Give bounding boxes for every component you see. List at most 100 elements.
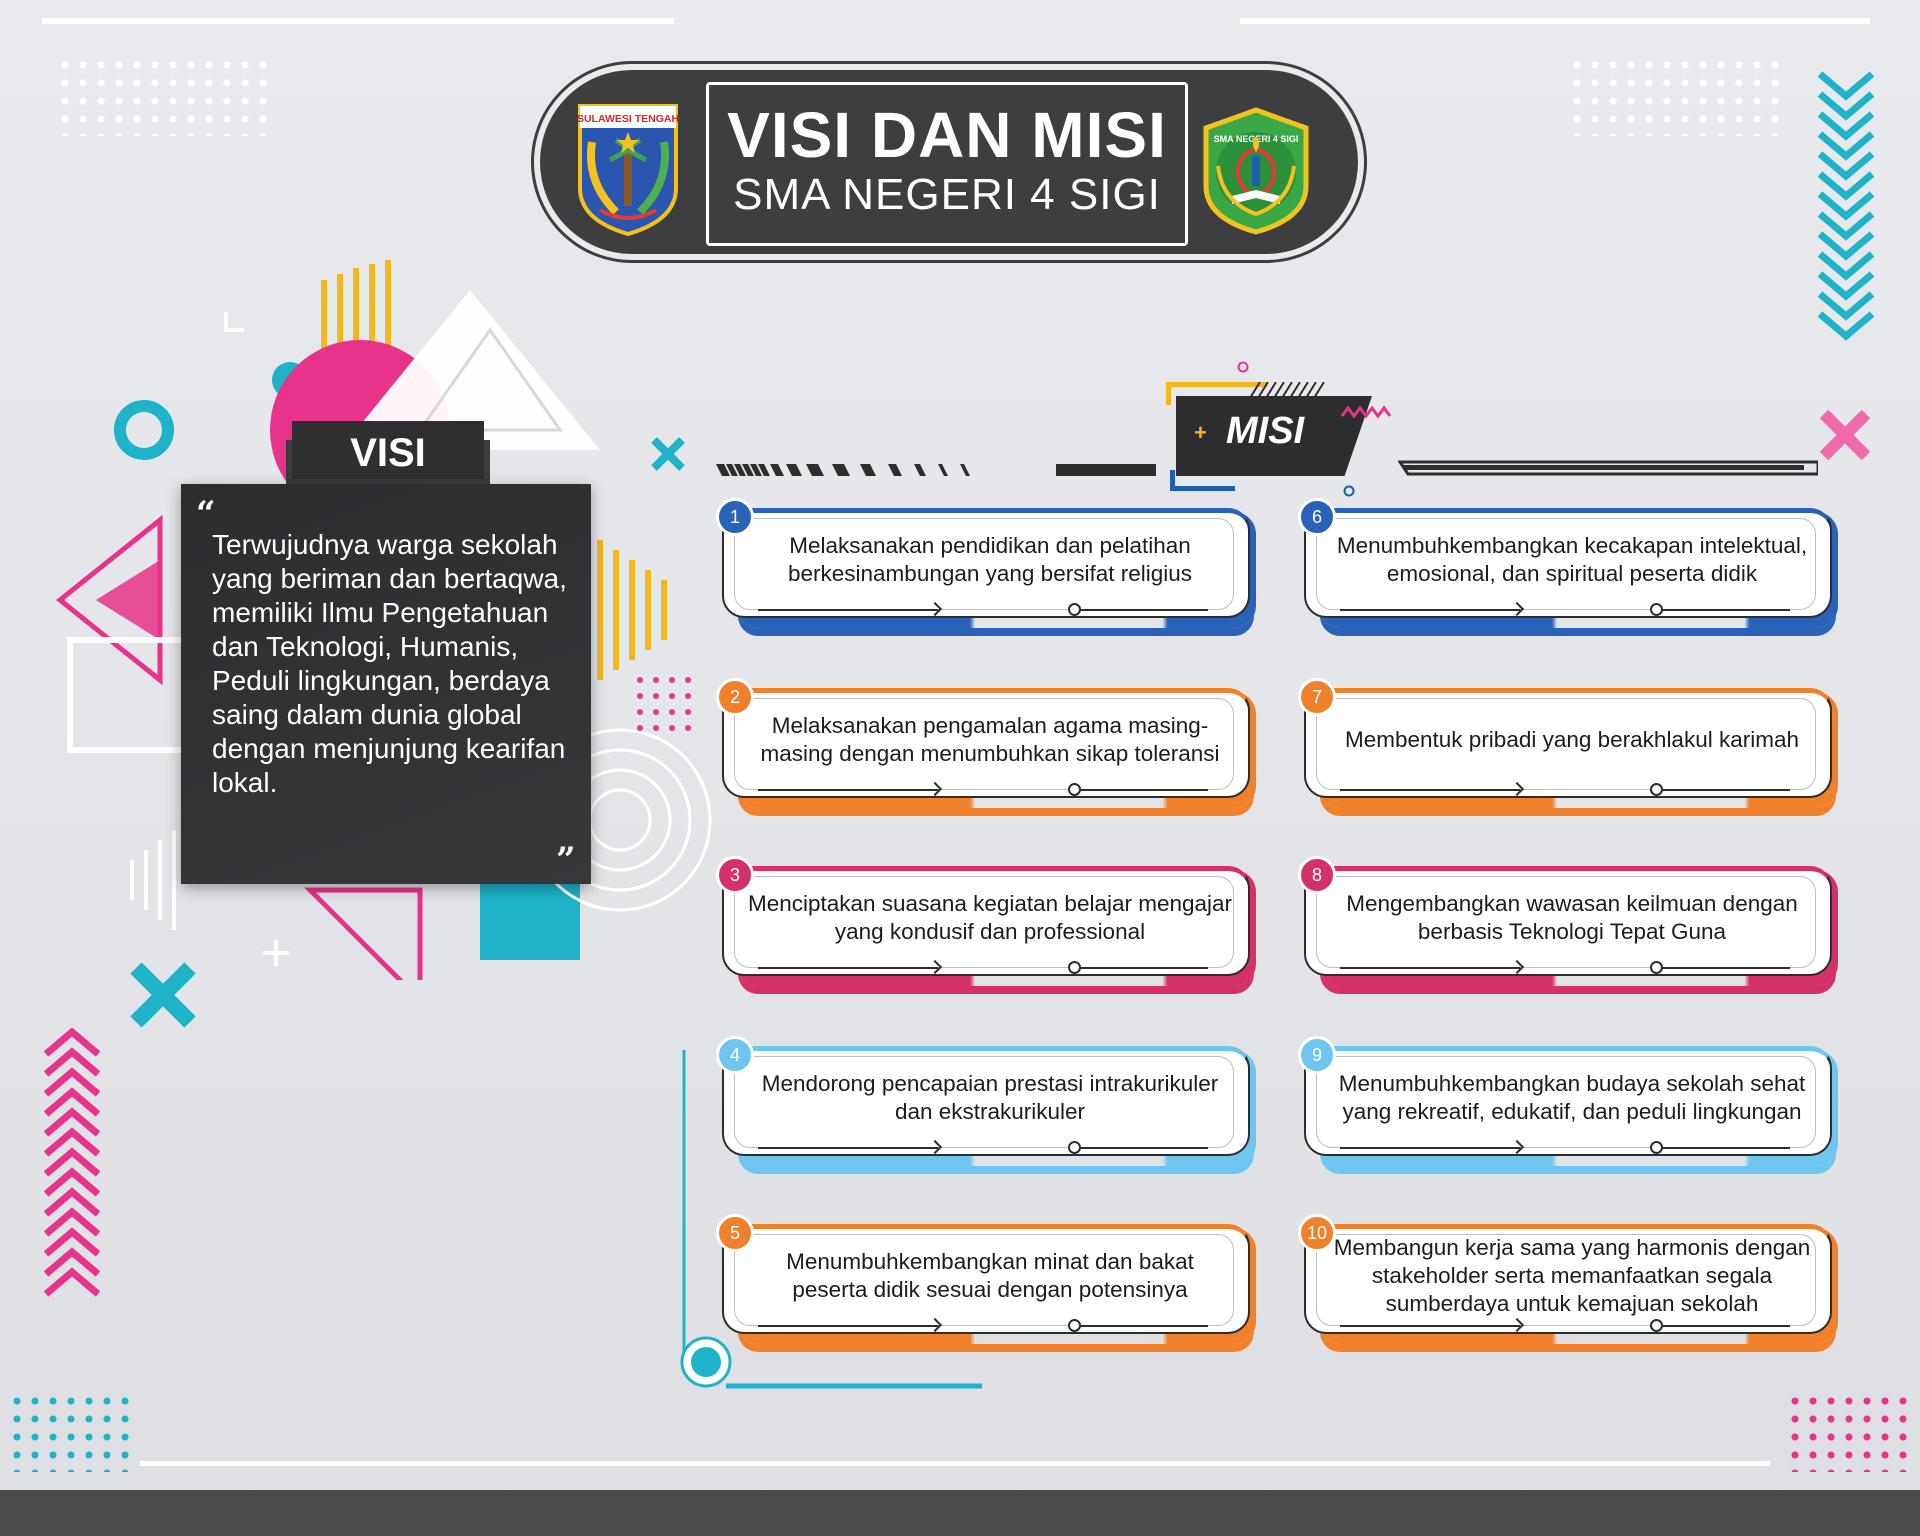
quote-close-icon: ” [556,840,576,880]
arrow-icon [1340,1325,1520,1327]
dot-icon [1068,783,1081,796]
card-inner-frame [734,1056,1234,1148]
dot-icon [1068,603,1081,616]
top-decor-line-left [42,18,674,24]
visi-card [181,484,591,884]
dot-icon [1068,961,1081,974]
misi-item-number: 8 [1298,856,1336,894]
dot-grid-bottom-right [1786,1392,1912,1472]
bracket-decoration [680,1050,982,1389]
misi-item: Menumbuhkembangkan budaya sekolah sehat … [1298,1036,1844,1170]
card-frame [722,866,1250,976]
card-line [1078,967,1208,969]
arrow-icon [758,967,938,969]
misi-item-text: Mendorong pencapaian prestasi intrakurik… [761,1071,1219,1124]
page-title: VISI DAN MISI [727,99,1167,171]
dot-icon [1650,1319,1663,1332]
page-subtitle: SMA NEGERI 4 SIGI [733,170,1161,219]
visi-statement: Terwujudnya warga sekolah yang beriman d… [212,529,567,798]
dot-grid-top-left [56,56,272,136]
misi-item-text: Menumbuhkembangkan budaya sekolah sehat … [1338,1071,1806,1124]
visi-label: VISI [292,425,484,479]
card-line [1660,609,1790,611]
dot-icon [1650,1141,1663,1154]
misi-accent-yellow [1166,382,1267,405]
card-inner-frame [734,1234,1234,1326]
arrow-icon [758,789,938,791]
card-frame [1304,1046,1832,1156]
misi-item: Melaksanakan pendidikan dan pelatihan be… [716,498,1262,632]
dot-icon [1068,1141,1081,1154]
dot-grid-bottom-left [8,1392,134,1472]
dot-icon [1650,783,1663,796]
card-line [1660,1325,1790,1327]
sma-negeri-4-sigi-logo: SMA NEGERI 4 SIGI [1196,106,1309,236]
misi-item-number: 6 [1298,498,1336,536]
dot-icon [1068,1319,1081,1332]
card-line [1660,1147,1790,1149]
misi-item: Menumbuhkembangkan minat dan bakat peser… [716,1214,1262,1348]
misi-item: Menumbuhkembangkan kecakapan intelektual… [1298,498,1844,632]
x-mark-cyan-large [130,962,196,1028]
zigzag-icon [1340,405,1392,419]
misi-item-number: 4 [716,1036,754,1074]
arrow-icon [1340,967,1520,969]
misi-hatch [1250,382,1325,398]
misi-divider-left [716,464,1156,476]
card-inner-frame [1316,518,1816,610]
card-inner-frame [1316,1056,1816,1148]
card-frame [1304,508,1832,618]
arrow-icon [758,1147,938,1149]
misi-item: Membentuk pribadi yang berakhlakul karim… [1298,678,1844,812]
misi-item: Melaksanakan pengamalan agama masing-mas… [716,678,1262,812]
card-inner-frame [734,876,1234,968]
misi-item: Membangun kerja sama yang harmonis denga… [1298,1214,1844,1348]
dot-grid-top-right [1568,56,1784,136]
small-circle-icon [1343,485,1355,497]
chevron-stack-cyan [1818,71,1874,341]
arrow-icon [1340,609,1520,611]
chevron-stack-pink [44,1028,100,1297]
misi-item-number: 5 [716,1214,754,1252]
small-circle-icon [1237,361,1249,373]
misi-item-number: 9 [1298,1036,1336,1074]
misi-item-text: Menumbuhkembangkan kecakapan intelektual… [1336,533,1808,586]
misi-accent-blue [1170,470,1235,491]
card-frame [1304,1224,1832,1334]
misi-item: Menciptakan suasana kegiatan belajar men… [716,856,1262,990]
bottom-decor-line [140,1461,1770,1466]
arrow-icon [758,609,938,611]
dot-icon [1650,603,1663,616]
card-inner-frame [734,698,1234,790]
x-mark-pink [1819,409,1871,461]
card-line [1078,609,1208,611]
misi-item-number: 1 [716,498,754,536]
card-line [1660,789,1790,791]
card-frame [722,1046,1250,1156]
card-inner-frame [1316,876,1816,968]
footer-bar [0,1490,1920,1536]
misi-item: Mengembangkan wawasan keilmuan dengan be… [1298,856,1844,990]
misi-divider-right [1398,460,1818,476]
plus-icon: + [1194,420,1207,445]
quote-open-icon: “ [196,494,216,534]
arrow-icon [1340,1147,1520,1149]
misi-item-number: 3 [716,856,754,894]
misi-item: Mendorong pencapaian prestasi intrakurik… [716,1036,1262,1170]
misi-item-text: Melaksanakan pendidikan dan pelatihan be… [788,533,1192,586]
misi-item-text: Melaksanakan pengamalan agama masing-mas… [760,713,1220,766]
card-line [1078,1325,1208,1327]
card-line [1660,967,1790,969]
arrow-icon [758,1325,938,1327]
card-line [1078,789,1208,791]
x-mark-cyan-small [651,437,685,471]
misi-item-number: 2 [716,678,754,716]
dot-icon [1650,961,1663,974]
card-frame [722,688,1250,798]
misi-item-text: Mengembangkan wawasan keilmuan dengan be… [1346,891,1798,944]
card-frame [1304,688,1832,798]
card-line [1078,1147,1208,1149]
card-frame [1304,866,1832,976]
top-decor-line-right [1240,18,1870,24]
card-inner-frame [1316,1234,1816,1326]
